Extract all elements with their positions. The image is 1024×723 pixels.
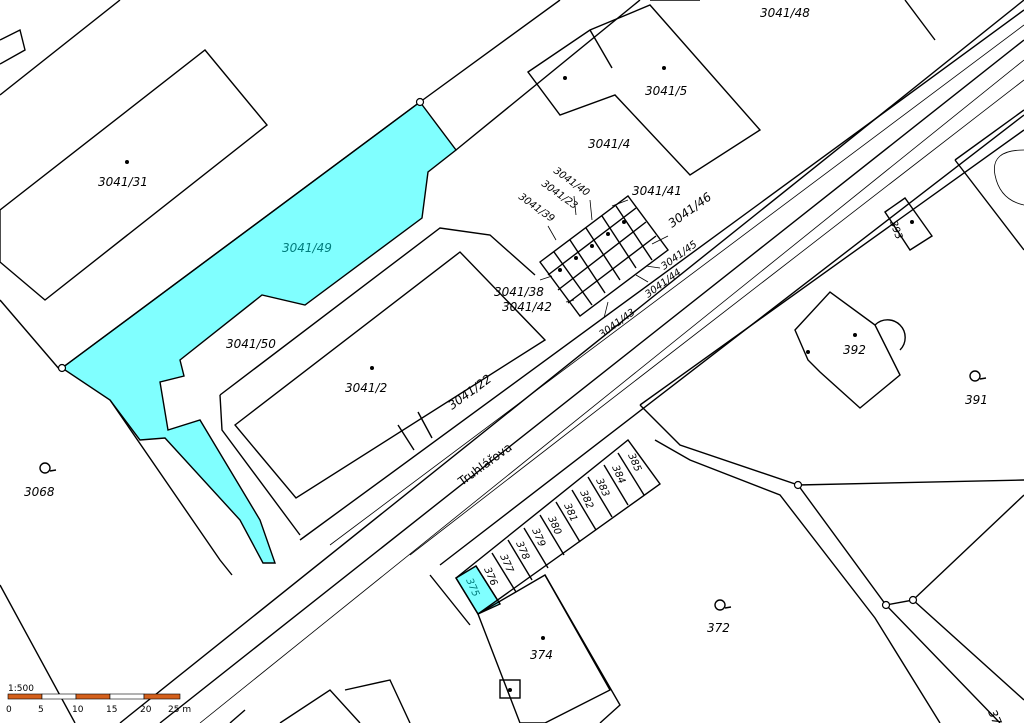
label-3041-49: 3041/49 (282, 241, 332, 255)
label-371: 371 (985, 708, 1007, 723)
scale-ratio: 1:500 (8, 684, 34, 694)
label-3041-2: 3041/2 (345, 381, 387, 395)
label-378: 378 (513, 540, 531, 562)
label-3041-45: 3041/45 (659, 239, 699, 272)
label-379: 379 (529, 527, 547, 549)
scale-tick-0: 0 (6, 705, 12, 715)
label-381: 381 (561, 502, 579, 524)
label-392: 392 (843, 343, 866, 357)
label-3041-4: 3041/4 (588, 137, 630, 151)
label-3041-50: 3041/50 (226, 337, 276, 351)
garden-icon-3068 (39, 462, 57, 474)
label-leaders (539, 195, 669, 319)
label-3041-48: 3041/48 (760, 6, 810, 20)
scale-tick-25: 25 m (168, 705, 191, 715)
label-393: 393 (887, 219, 904, 241)
street-road (119, 0, 1024, 723)
label-3041-43: 3041/43 (597, 307, 637, 340)
label-3041-22: 3041/22 (446, 372, 495, 413)
label-374: 374 (530, 648, 553, 662)
label-380: 380 (545, 515, 563, 537)
parcel-3041-49-area[interactable] (60, 101, 457, 564)
survey-points (57, 97, 918, 610)
scale-tick-5: 5 (38, 705, 44, 715)
label-3041-5: 3041/5 (645, 84, 687, 98)
label-3041-41: 3041/41 (632, 184, 682, 198)
label-372: 372 (707, 621, 730, 635)
scale-bar: 1:500 0 5 10 15 20 25 m (6, 684, 191, 715)
label-3041-39: 3041/39 (516, 192, 556, 225)
label-382: 382 (577, 489, 595, 511)
label-3041-31: 3041/31 (98, 175, 148, 189)
centroid-dots (125, 66, 914, 692)
label-3068: 3068 (24, 485, 55, 499)
scale-tick-15: 15 (106, 705, 117, 715)
label-377: 377 (497, 553, 515, 575)
label-3041-42: 3041/42 (502, 300, 552, 314)
label-3041-38: 3041/38 (494, 285, 544, 299)
label-383: 383 (593, 477, 611, 499)
garden-icon-372 (714, 599, 732, 611)
label-391: 391 (965, 393, 988, 407)
label-384: 384 (609, 464, 627, 486)
garden-icon-391 (969, 370, 987, 382)
scale-tick-20: 20 (140, 705, 152, 715)
label-385: 385 (625, 452, 643, 474)
scale-tick-10: 10 (72, 705, 84, 715)
garden-symbols (39, 370, 987, 611)
